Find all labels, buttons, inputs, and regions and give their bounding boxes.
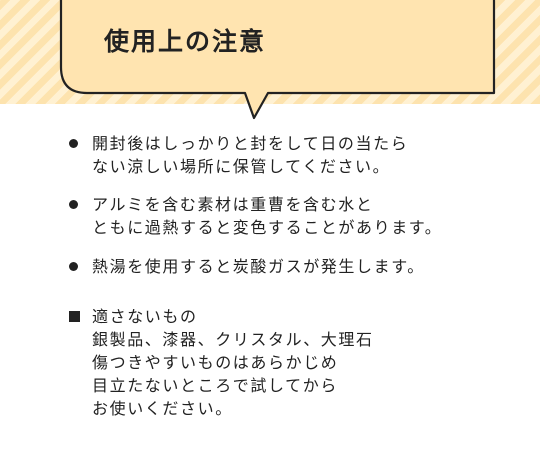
speech-bubble bbox=[59, 0, 496, 120]
list-item: 熱湯を使用すると炭酸ガスが発生します。 bbox=[68, 255, 442, 278]
note-line: 熱湯を使用すると炭酸ガスが発生します。 bbox=[92, 257, 425, 276]
page-title: 使用上の注意 bbox=[103, 27, 266, 56]
bullet-square-icon bbox=[69, 311, 80, 322]
caution-list: 開封後はしっかりと封をして日の当たら ない涼しい場所に保管してください。 アルミ… bbox=[68, 132, 442, 420]
note-line: お使いください。 bbox=[92, 399, 233, 418]
note-line: 適さないもの bbox=[92, 307, 198, 326]
list-item: 適さないもの 銀製品、漆器、クリスタル、大理石 傷つきやすいものはあらかじめ 目… bbox=[68, 305, 442, 420]
note-line: アルミを含む素材は重曹を含む水と bbox=[92, 195, 374, 214]
speech-bubble-shape bbox=[59, 0, 496, 120]
bullet-dot-icon bbox=[69, 139, 78, 148]
list-item: 開封後はしっかりと封をして日の当たら ない涼しい場所に保管してください。 bbox=[68, 132, 442, 178]
note-line: 開封後はしっかりと封をして日の当たら bbox=[92, 134, 409, 153]
note-line: ない涼しい場所に保管してください。 bbox=[92, 157, 391, 176]
note-line: 銀製品、漆器、クリスタル、大理石 bbox=[92, 330, 374, 349]
list-item: アルミを含む素材は重曹を含む水と ともに過熱すると変色することがあります。 bbox=[68, 193, 442, 239]
bullet-dot-icon bbox=[69, 200, 78, 209]
note-line: ともに過熱すると変色することがあります。 bbox=[92, 218, 443, 237]
note-line: 傷つきやすいものはあらかじめ bbox=[92, 353, 339, 372]
note-line: 目立たないところで試してから bbox=[92, 376, 338, 395]
bullet-dot-icon bbox=[69, 262, 78, 271]
